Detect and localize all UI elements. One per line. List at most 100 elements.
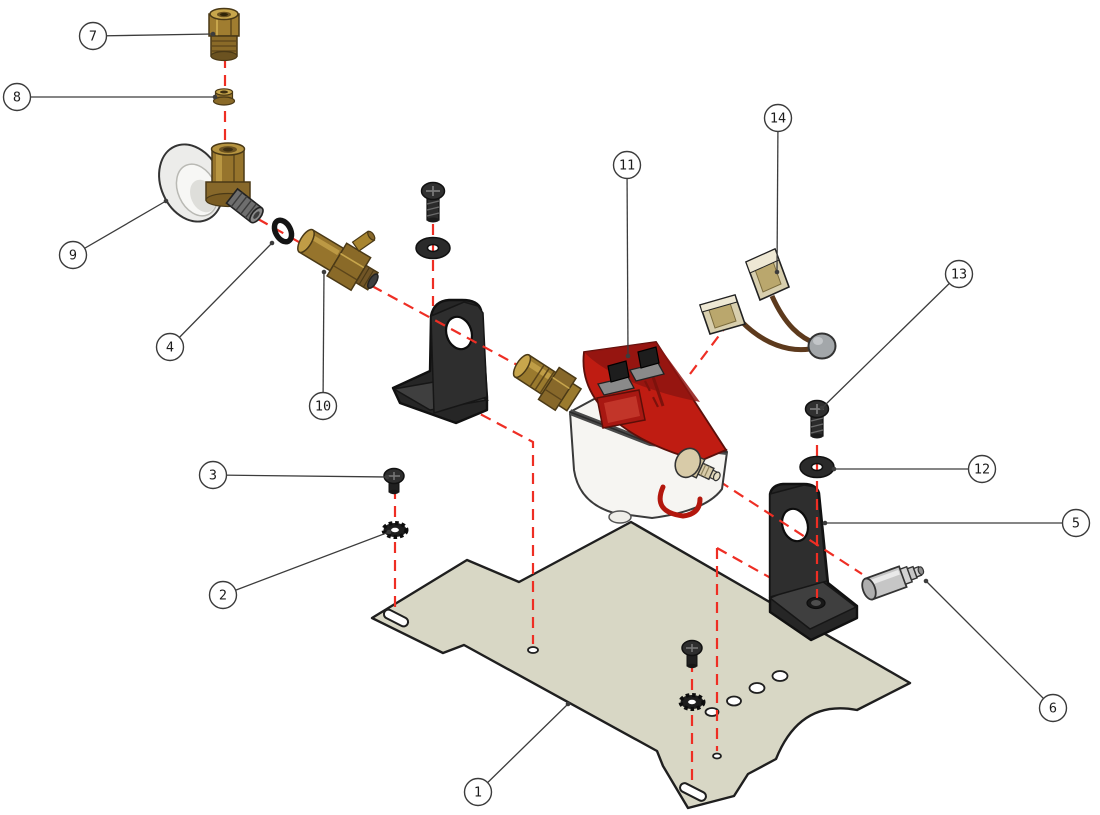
- flanged-valve-body: [158, 142, 264, 224]
- callout-number: 6: [1049, 701, 1057, 717]
- callout-12: 12: [831, 454, 997, 484]
- callout-number: 1: [474, 785, 482, 801]
- callout-balloon: [155, 332, 185, 362]
- pump-clamp: [657, 484, 703, 519]
- plate-slot-bottom: [679, 782, 707, 802]
- leader-dot: [831, 466, 837, 472]
- callout-11: 11: [612, 150, 642, 359]
- leader-dot: [212, 94, 218, 100]
- callout-number: 8: [13, 90, 21, 106]
- leader-dot: [210, 31, 216, 37]
- dash-mid-layer: [223, 57, 863, 598]
- gland-bore: [220, 90, 228, 94]
- pump-outlet-barb: [674, 447, 721, 482]
- thermal-fuse-disc: [807, 332, 837, 360]
- leader-dot: [269, 240, 275, 246]
- leader-line: [925, 580, 1054, 709]
- plate-hole: [704, 707, 720, 717]
- callout-balloon: [198, 460, 228, 490]
- o-ring: [271, 217, 295, 245]
- inlet-cap: [512, 353, 532, 379]
- callout-13: 13: [819, 259, 974, 411]
- base-plate-outline: [370, 520, 912, 810]
- leader-dot: [163, 198, 169, 204]
- callout-balloon: [463, 777, 493, 807]
- fitting-bottom: [210, 50, 238, 62]
- leader-dot: [625, 353, 631, 359]
- leader-dot: [321, 269, 327, 275]
- leader-line: [322, 271, 325, 407]
- callout-number: 5: [1072, 516, 1080, 532]
- left-bracket: [391, 298, 490, 425]
- assembly-dash-line: [689, 328, 725, 375]
- plate-hole: [712, 752, 722, 760]
- screw-thread: [426, 212, 440, 217]
- valve-outlet-barb: [225, 187, 264, 224]
- assembly-dash-line: [718, 480, 863, 575]
- check-valve-highlight: [309, 234, 340, 256]
- elbow-highlight: [868, 569, 900, 586]
- connector-upper-face: [745, 248, 780, 274]
- callout-4: 4: [155, 240, 275, 362]
- fitting-top-bore: [220, 12, 228, 17]
- barb-thread: [240, 199, 253, 215]
- thread-line: [358, 267, 370, 285]
- brass-check-valve: [297, 228, 380, 292]
- callout-number: 4: [166, 340, 174, 356]
- callout-6: 6: [923, 578, 1068, 723]
- leader-dot: [774, 269, 780, 275]
- screw-tip: [389, 489, 399, 495]
- assembly-dash-line: [644, 380, 661, 412]
- barb-thread: [235, 195, 248, 211]
- callout-number: 9: [69, 248, 77, 264]
- valve-brass-highlight: [216, 152, 222, 184]
- callout-8: 8: [2, 82, 218, 112]
- right-bracket-hole: [780, 507, 810, 543]
- outlet-flange: [674, 447, 702, 479]
- brass-gland-nut: [212, 88, 236, 106]
- check-valve-tip: [367, 273, 379, 290]
- callout-balloon: [1038, 693, 1068, 723]
- gland-flange: [212, 96, 236, 106]
- callout-number: 13: [951, 267, 967, 283]
- wire-upper: [769, 294, 818, 347]
- pump-inlet-tube: [512, 353, 583, 412]
- callout-10: 10: [308, 269, 338, 421]
- nipple-tip: [367, 230, 376, 241]
- screw-thread: [426, 206, 440, 211]
- callout-balloon: [78, 21, 108, 51]
- assembly-dash-line: [257, 218, 307, 247]
- callout-number: 10: [315, 399, 331, 415]
- leader-dot: [923, 578, 929, 584]
- plate-hole: [527, 646, 539, 654]
- right-bracket: [768, 482, 859, 642]
- pump-bottom-cap: [608, 510, 632, 524]
- callout-balloon: [967, 454, 997, 484]
- valve-top-bore: [223, 147, 233, 152]
- hex-facet: [332, 264, 358, 281]
- connector-lower-face: [699, 294, 738, 313]
- bracket-screw-right: [804, 399, 830, 439]
- callout-7: 7: [78, 21, 216, 51]
- screw-tip: [687, 663, 697, 669]
- elbow-barb-fitting: [861, 565, 925, 601]
- hex-facet: [544, 388, 563, 401]
- callout-number: 3: [209, 468, 217, 484]
- hex-facet: [340, 252, 365, 269]
- screw-thread: [426, 200, 440, 205]
- lock-washer-hole: [389, 526, 401, 534]
- plate-hole: [748, 682, 766, 694]
- callout-balloon: [1061, 508, 1091, 538]
- leader-line: [169, 242, 273, 348]
- leader-dot: [822, 520, 828, 526]
- base-plate: [370, 520, 912, 810]
- leader-line: [821, 273, 960, 409]
- callout-balloon: [208, 580, 238, 610]
- callout-number: 11: [619, 158, 635, 174]
- screw-tip: [811, 433, 823, 439]
- leader-dot: [386, 529, 392, 535]
- callout-number: 2: [219, 588, 227, 604]
- check-valve-cap: [297, 228, 315, 254]
- parts-layer: [158, 7, 925, 711]
